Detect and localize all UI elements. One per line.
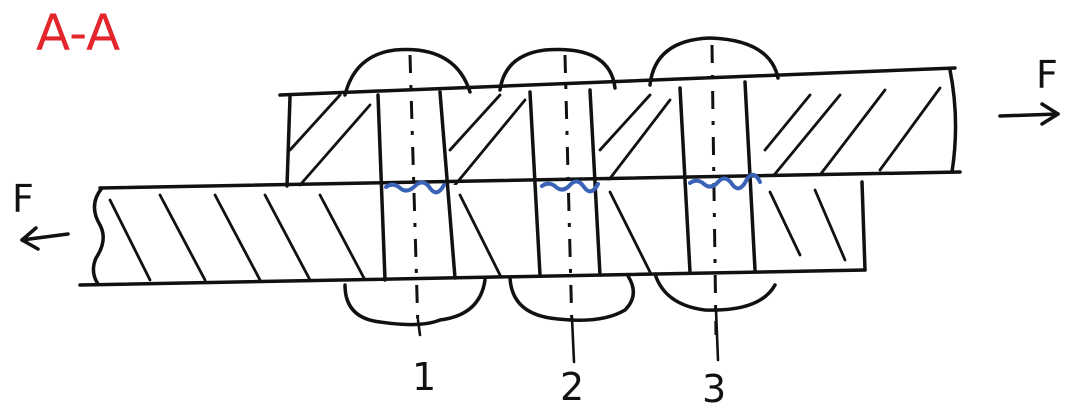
rivet-1-label: 1 [412,355,436,399]
force-left-arrow [20,226,70,251]
bottom-plate [78,170,962,287]
rivet-2-label: 2 [560,365,584,409]
force-left-label: F [12,177,34,221]
section-title: A-A [36,4,120,62]
rivet-2 [498,47,635,331]
force-right-label: F [1036,53,1058,97]
top-plate-hatching [288,86,942,187]
rivet-3 [648,36,780,336]
bottom-plate-hatching [108,188,847,282]
rivet-3-label: 3 [702,367,726,410]
rivet-leaders [416,308,720,364]
top-plate [278,66,958,188]
force-right-arrow [998,102,1060,126]
